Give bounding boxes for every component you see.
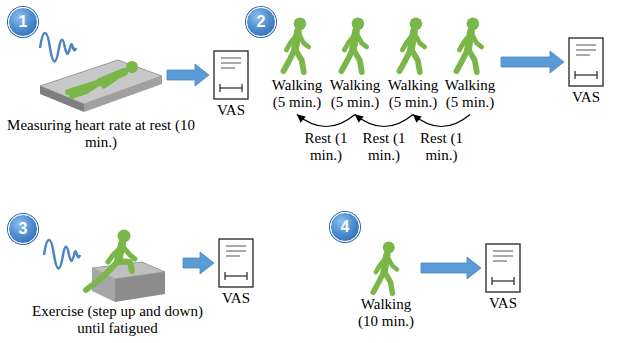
step-caption: Walking (5 min.) — [327, 77, 383, 112]
vas-sheet: VAS — [213, 50, 249, 100]
rest-label: Rest (1 min.) — [417, 130, 467, 165]
scale-tick — [513, 277, 514, 285]
scale-tick — [596, 71, 597, 79]
arrow-head — [413, 115, 422, 123]
walking-step: Walking (5 min.) — [269, 15, 325, 112]
sheet-line — [221, 58, 241, 59]
rest-arrow — [297, 115, 355, 127]
lying-person — [68, 61, 138, 96]
step-caption: Walking (5 min.) — [442, 77, 498, 112]
sheet-line — [576, 45, 596, 46]
activity-illustration: Exercise (step up and down) until fatigu… — [55, 226, 180, 298]
walking-figure — [373, 241, 397, 293]
sheet-border — [569, 38, 603, 86]
step-number: 4 — [330, 212, 360, 242]
vas-sheet-outline — [218, 238, 254, 288]
step-number: 2 — [246, 7, 276, 37]
sheet-label: VAS — [198, 290, 274, 307]
walking-figure — [283, 17, 308, 72]
walking-step: Walking (5 min.) — [385, 15, 441, 112]
rest-curve — [355, 115, 413, 127]
rest-label: Rest (1 min.) — [359, 130, 409, 165]
flow-arrow — [167, 64, 209, 86]
vas-sheet: VAS — [485, 243, 521, 293]
sheet-line — [576, 55, 590, 56]
sheet-line — [226, 246, 246, 247]
step-caption: Exercise (step up and down) until fatigu… — [22, 303, 214, 338]
scale-tick — [491, 277, 492, 285]
step-caption: Walking (10 min.) — [354, 296, 418, 331]
walking-step: Walking (10 min.) — [354, 240, 418, 331]
vas-sheet-outline — [568, 37, 604, 87]
sheet-line — [226, 256, 240, 257]
vas-sheet: VAS — [568, 37, 604, 87]
step-number: 1 — [8, 7, 38, 37]
scale-line — [220, 87, 242, 88]
scale-tick — [574, 71, 575, 79]
sheet-line — [493, 261, 507, 262]
block-arrow — [501, 51, 564, 73]
rest-curve — [413, 115, 470, 127]
scale-tick — [241, 84, 242, 92]
sheet-line — [221, 63, 241, 64]
flow-arrow — [421, 257, 481, 279]
callout-number: 2 — [257, 14, 266, 30]
scale-line — [225, 275, 247, 276]
rest-label: Rest (1 min.) — [301, 130, 351, 165]
sheet-label: VAS — [193, 102, 269, 119]
sheet-label: VAS — [548, 89, 624, 106]
flow-arrow — [501, 51, 564, 73]
walking-figure — [456, 17, 481, 72]
activity-illustration: Measuring heart rate at rest (10 min.) — [38, 52, 164, 112]
callout-number: 4 — [341, 219, 350, 235]
walking-figure — [341, 17, 366, 72]
vas-sheet-outline — [213, 50, 249, 100]
vas-sheet: VAS — [218, 238, 254, 288]
sheet-line — [226, 251, 246, 252]
scale-line — [492, 280, 514, 281]
sheet-line — [493, 251, 513, 252]
sheet-border — [219, 239, 253, 287]
arrow-head — [355, 115, 364, 123]
step-number: 3 — [8, 214, 38, 244]
block-arrow — [421, 257, 481, 279]
rest-arrow — [413, 115, 470, 127]
sheet-label: VAS — [465, 295, 541, 312]
sheet-border — [486, 244, 520, 292]
step-caption: Walking (5 min.) — [385, 77, 441, 112]
walking-step: Walking (5 min.) — [442, 15, 498, 112]
heart-wave — [44, 240, 80, 269]
arrow-head — [297, 115, 306, 123]
stepping-figure — [86, 230, 135, 291]
sheet-line — [221, 68, 235, 69]
scale-tick — [246, 272, 247, 280]
walking-step: Walking (5 min.) — [327, 15, 383, 112]
step-caption: Measuring heart rate at rest (10 min.) — [5, 117, 197, 152]
sheet-line — [576, 50, 596, 51]
scale-tick — [219, 84, 220, 92]
scale-line — [575, 74, 597, 75]
step-caption: Walking (5 min.) — [269, 77, 325, 112]
scale-tick — [224, 272, 225, 280]
callout-number: 3 — [19, 221, 28, 237]
rest-arrow — [355, 115, 413, 127]
flow-arrow — [183, 252, 214, 274]
rest-curve — [297, 115, 355, 127]
callout-number: 1 — [19, 14, 28, 30]
block-arrow — [183, 252, 214, 274]
sheet-line — [493, 256, 513, 257]
sheet-border — [214, 51, 248, 99]
block-arrow — [167, 64, 209, 86]
heart-wave — [40, 33, 76, 62]
vas-sheet-outline — [485, 243, 521, 293]
step-front — [115, 272, 165, 302]
walking-figure — [399, 17, 424, 72]
